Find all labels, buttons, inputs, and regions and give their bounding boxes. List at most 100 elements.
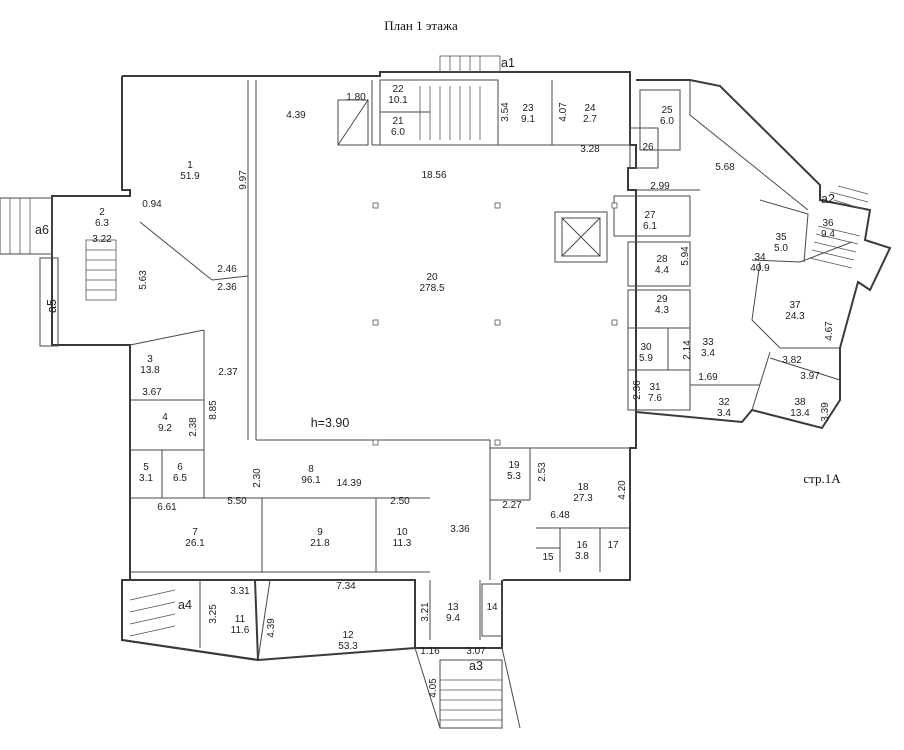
room-1-number: 1	[187, 160, 193, 171]
dimension-label: 0.94	[142, 199, 162, 210]
room-9-number: 9	[317, 527, 323, 538]
dimension-label: 2.36	[217, 282, 237, 293]
entrance-a4-label: a4	[178, 598, 192, 612]
room-25-number: 25	[661, 105, 673, 116]
room-29-area: 4.3	[655, 305, 669, 316]
room-36-area: 9.4	[821, 229, 835, 240]
room-31-number: 31	[649, 382, 661, 393]
room-18-area: 27.3	[573, 493, 593, 504]
room-21-number: 21	[392, 116, 404, 127]
dimension-label: 2.46	[217, 264, 237, 275]
entrance-a3-label: a3	[469, 659, 483, 673]
room-23-number: 23	[522, 103, 534, 114]
dimension-label: 9.97	[238, 170, 249, 190]
room-5-area: 3.1	[139, 473, 153, 484]
dimension-label: 6.48	[550, 510, 570, 521]
dimension-label: 3.28	[580, 144, 600, 155]
room-34-number: 34	[754, 252, 766, 263]
dimension-label: 8.85	[208, 400, 219, 420]
room-12-number: 12	[342, 630, 354, 641]
sheet-label: стр.1А	[803, 471, 841, 486]
room-25-area: 6.0	[660, 116, 674, 127]
dimension-label: 3.67	[142, 387, 162, 398]
room-9-area: 21.8	[310, 538, 330, 549]
dimension-label: 5.94	[680, 246, 691, 266]
room-22-number: 22	[392, 84, 404, 95]
room-20-number: 20	[426, 272, 438, 283]
dimension-label: 3.82	[782, 355, 802, 366]
dimension-label: 5.68	[715, 162, 735, 173]
room-30-area: 5.9	[639, 353, 653, 364]
ceiling-height-label: h=3.90	[311, 416, 350, 430]
dimension-label: 3.25	[208, 604, 219, 624]
right-wing	[613, 79, 892, 430]
room-37-number: 37	[789, 300, 801, 311]
room-31-area: 7.6	[648, 393, 662, 404]
room-10-area: 11.3	[393, 538, 412, 549]
room-8-number: 8	[308, 464, 314, 475]
room-28-area: 4.4	[655, 265, 669, 276]
room-33-area: 3.4	[701, 348, 715, 359]
plan-title: План 1 этажа	[384, 18, 458, 33]
bottom-entrances	[129, 589, 521, 729]
elevator-shaft	[554, 211, 608, 263]
entrance-a2-label: a2	[821, 192, 835, 206]
dimension-label: 18.56	[421, 170, 446, 181]
dimension-label: 4.39	[266, 618, 277, 638]
dimension-label: 3.36	[450, 524, 470, 535]
left-entrances	[0, 197, 117, 347]
service-block-top	[337, 55, 553, 146]
room-35-number: 35	[775, 232, 787, 243]
dimension-label: 1.69	[698, 372, 718, 383]
entrance-a1-label: a1	[501, 56, 515, 70]
dimension-label: 2.38	[188, 417, 199, 437]
dimension-label: 2.37	[218, 367, 238, 378]
room-13-area: 9.4	[446, 613, 460, 624]
room-16-number: 16	[576, 540, 588, 551]
dimension-label: 5.50	[227, 496, 247, 507]
dimension-label: 3.07	[466, 646, 486, 657]
columns	[372, 202, 618, 446]
room-3-number: 3	[147, 354, 153, 365]
room-32-area: 3.4	[717, 408, 731, 419]
room-2-area: 6.3	[95, 218, 109, 229]
dimension-label: 4.39	[286, 110, 306, 121]
room-19-number: 19	[508, 460, 520, 471]
building-outline	[51, 71, 637, 662]
room-10-number: 10	[396, 527, 408, 538]
room-23-area: 9.1	[521, 114, 535, 125]
dimension-label: 2.14	[682, 340, 693, 360]
room-3-area: 13.8	[140, 365, 160, 376]
room-18-number: 18	[577, 482, 589, 493]
room-24-number: 24	[584, 103, 596, 114]
dimension-label: 2.27	[502, 500, 522, 511]
room-7-area: 26.1	[185, 538, 205, 549]
room-26-number: 26	[642, 142, 654, 153]
dimension-label: 2.99	[650, 181, 670, 192]
room-4-area: 9.2	[158, 423, 172, 434]
room-22-area: 10.1	[388, 95, 408, 106]
room-11-number: 11	[235, 614, 246, 625]
dimension-label: 4.20	[617, 480, 628, 500]
room-14-number: 14	[486, 602, 498, 613]
room-16-area: 3.8	[575, 551, 589, 562]
dimension-label: 3.31	[230, 586, 250, 597]
room-7-number: 7	[192, 527, 198, 538]
room-28-number: 28	[656, 254, 668, 265]
dimension-label: 4.07	[558, 102, 569, 122]
room-27-number: 27	[644, 210, 656, 221]
dimension-label: 4.05	[428, 678, 439, 698]
room-36-number: 36	[822, 218, 834, 229]
room-15-number: 15	[542, 552, 554, 563]
dimension-label: 2.36	[632, 380, 643, 400]
room-6-area: 6.5	[173, 473, 187, 484]
dimension-label: 3.54	[500, 102, 511, 122]
room-12-area: 53.3	[338, 641, 358, 652]
room-33-number: 33	[702, 337, 714, 348]
room-13-number: 13	[447, 602, 459, 613]
room-38-number: 38	[794, 397, 806, 408]
entrance-a5-label: a5	[45, 299, 59, 313]
dimension-label: 4.67	[824, 321, 835, 341]
